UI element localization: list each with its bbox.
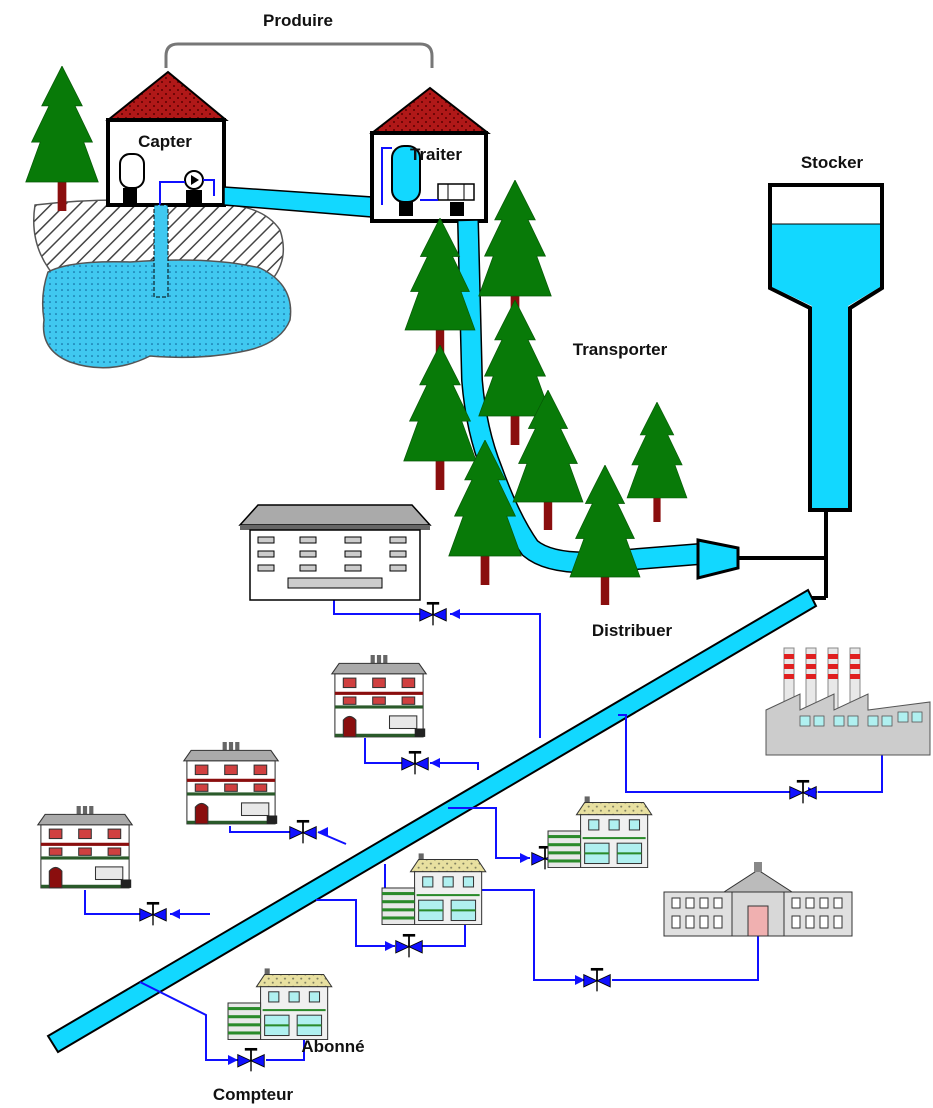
reducer xyxy=(696,510,828,600)
main-distribution-pipe xyxy=(46,588,818,1054)
valve-icon xyxy=(138,901,168,927)
label-traiter: Traiter xyxy=(410,145,462,164)
house-green-2 xyxy=(381,853,487,925)
pine-tree-icon xyxy=(569,465,641,605)
label-capter: Capter xyxy=(138,132,192,151)
label-produire: Produire xyxy=(263,11,333,30)
house-red-3 xyxy=(37,806,133,889)
label-stocker: Stocker xyxy=(801,153,864,172)
valve-icon xyxy=(288,819,318,845)
service-lines xyxy=(84,600,883,1061)
office-building xyxy=(238,504,432,601)
label-transporter: Transporter xyxy=(573,340,668,359)
pine-tree-icon xyxy=(448,440,522,585)
valve-icon xyxy=(236,1047,266,1073)
factory xyxy=(765,647,931,756)
forest xyxy=(403,180,688,605)
label-abonne: Abonné xyxy=(301,1037,364,1056)
pine-tree-icon xyxy=(25,66,99,211)
valve-icon xyxy=(582,967,612,993)
valve-icon xyxy=(418,601,448,627)
valve-icon xyxy=(400,750,430,776)
valves xyxy=(138,601,818,1073)
pine-tree-icon xyxy=(626,402,688,522)
house-abonne xyxy=(227,968,333,1040)
valve-icon xyxy=(788,779,818,805)
valve-icon xyxy=(394,933,424,959)
house-red-2 xyxy=(183,742,279,825)
house-green-1 xyxy=(547,796,653,868)
capter-building xyxy=(105,70,229,298)
traiter-building xyxy=(369,86,491,223)
house-red-1 xyxy=(331,655,427,738)
label-compteur: Compteur xyxy=(213,1085,294,1104)
stocker-tower xyxy=(768,183,884,512)
label-distribuer: Distribuer xyxy=(592,621,673,640)
produire-bracket xyxy=(164,42,434,68)
public-building xyxy=(663,862,853,937)
